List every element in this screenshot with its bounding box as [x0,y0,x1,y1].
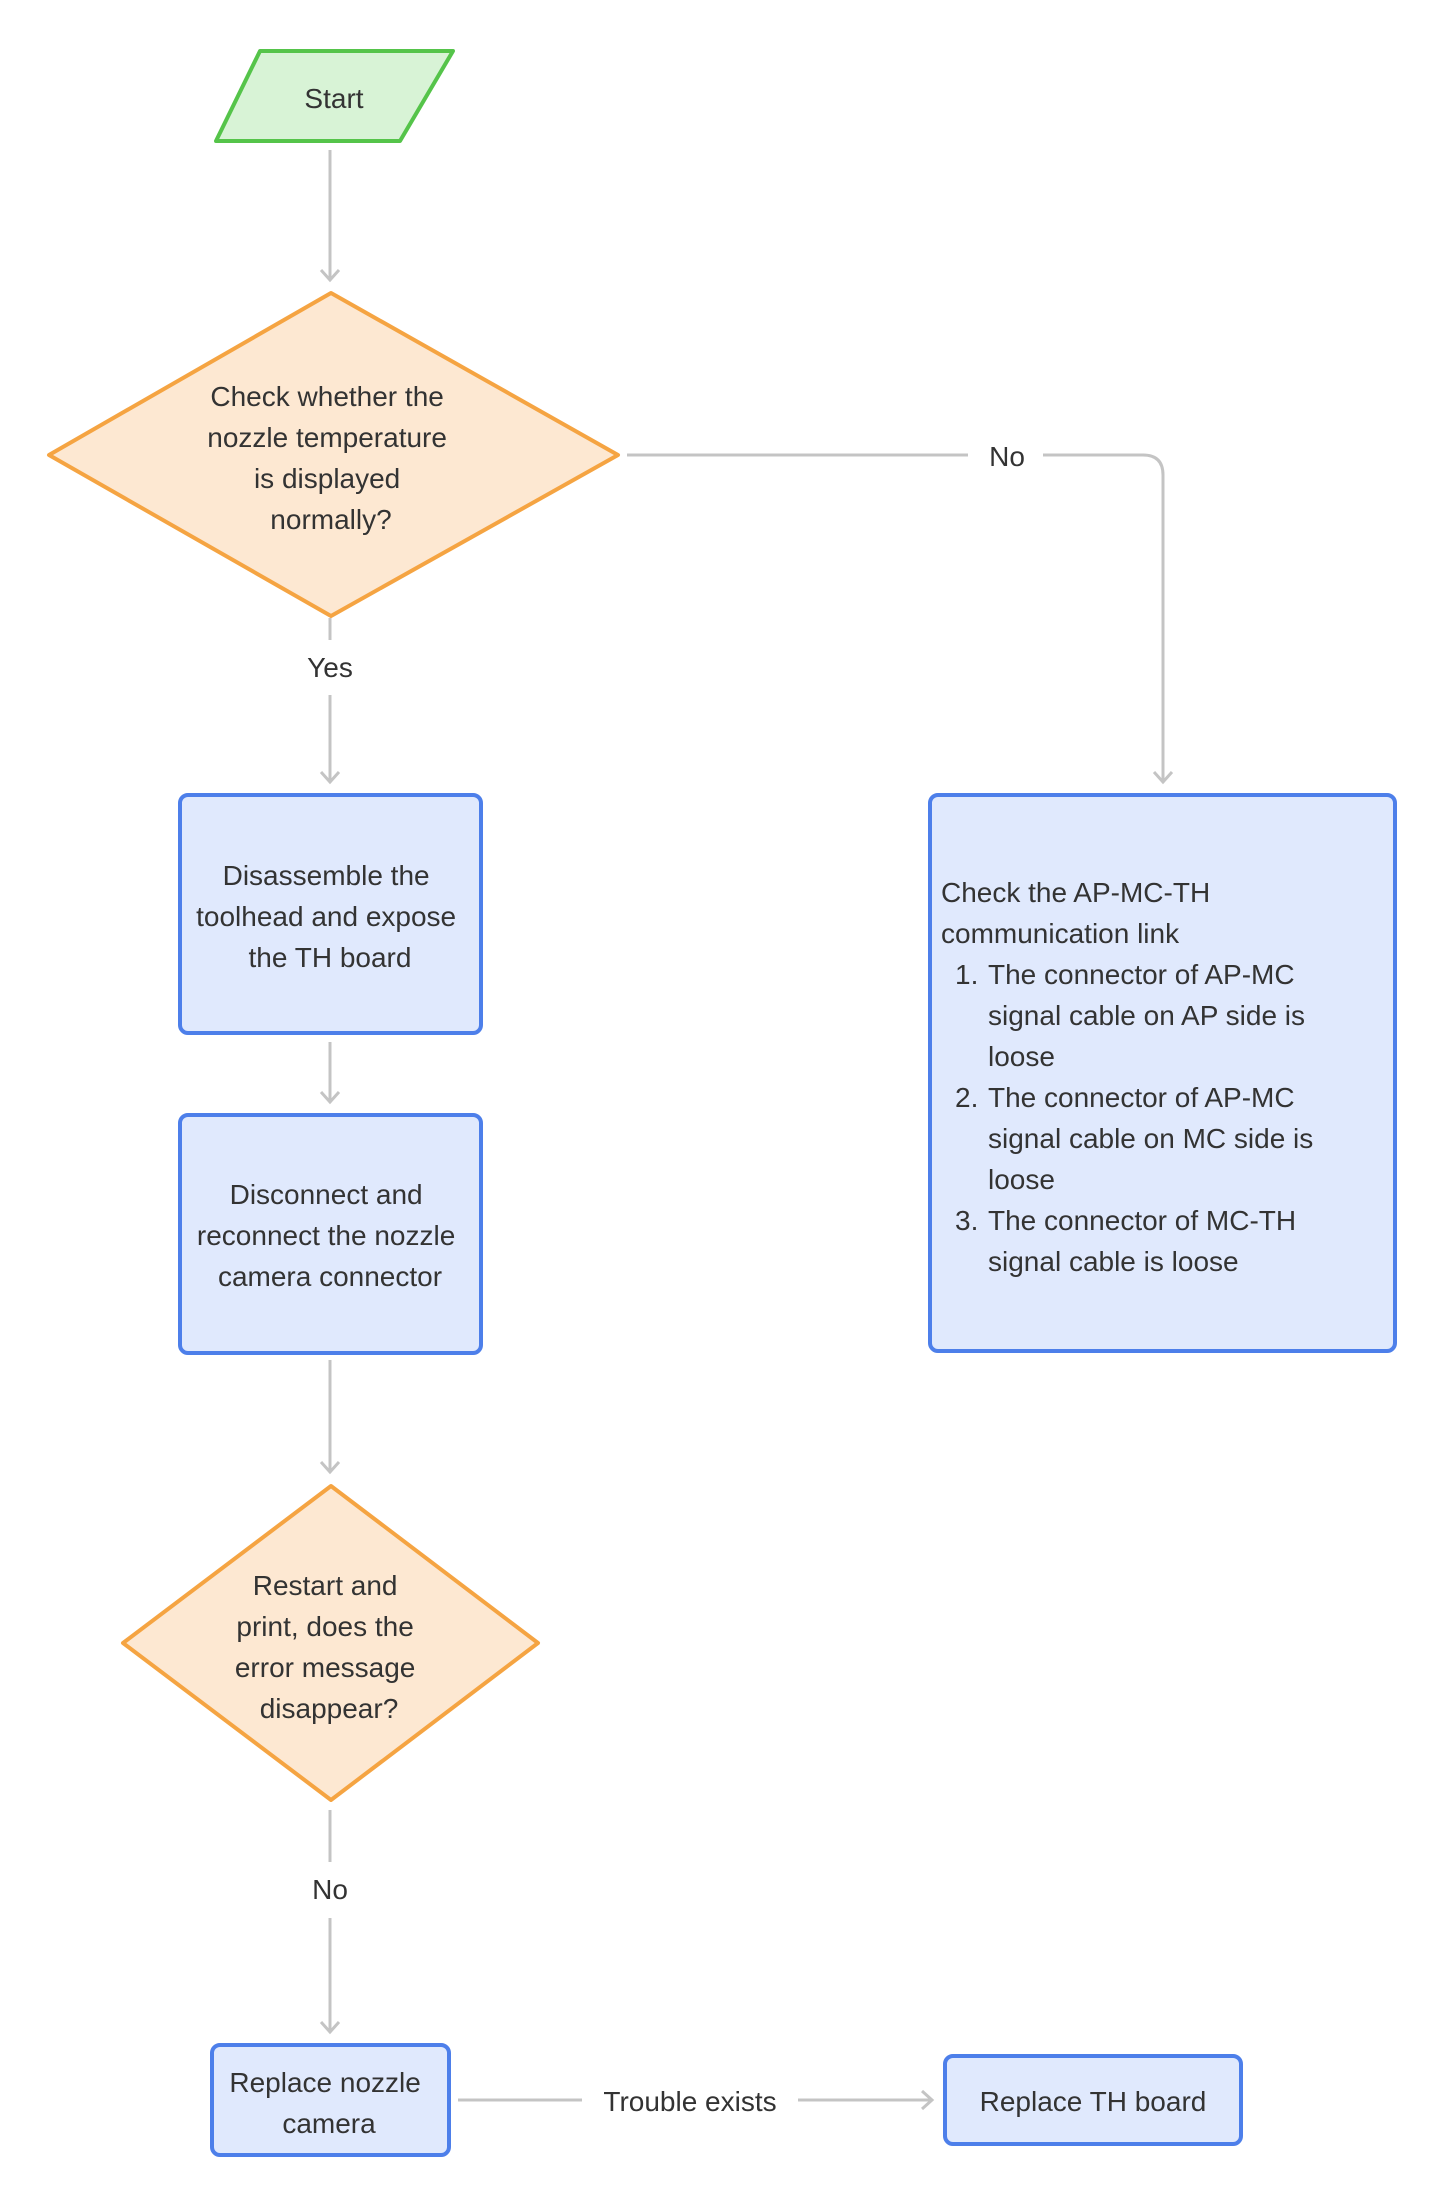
edge-label-no: No [989,441,1025,472]
svg-text:The connector of AP-MC: The connector of AP-MC signal cable on A… [988,959,1313,1072]
decision-restart-line: disappear? [260,1693,399,1724]
check-link-title-line: communication link [941,918,1180,949]
check-link-item-number: 3. [955,1205,978,1236]
svg-text:2.: 2. [955,1082,978,1113]
svg-text:Check whether the nozzle: Check whether the nozzle temperature is … [207,381,454,535]
check-link-item-number: 2. [955,1082,978,1113]
check-link-item-number: 1. [955,959,978,990]
process-replace-nozzle-camera: Replace nozzle camera [210,2043,451,2157]
decision-check-temperature-line: is displayed [254,463,400,494]
decision-restart-line: Restart and [253,1570,398,1601]
start-node: Start [214,49,455,143]
edge-label-yes: Yes [307,652,353,683]
process-check-communication-link: Check the AP-MC-TH communication link 1.… [928,793,1397,1353]
start-label: Start [304,83,363,114]
decision-check-temperature: Check whether the nozzle temperature is … [47,291,620,618]
process-reconnect-camera-connector: Disconnect and reconnect the nozzle came… [178,1113,483,1355]
process-replace-camera-line: camera [282,2108,376,2139]
check-link-item-line: signal cable on MC side is [988,1123,1313,1154]
decision-restart-print: Restart and print, does the error messag… [121,1484,540,1802]
process-disassemble-toolhead: Disassemble the toolhead and expose the … [178,793,483,1035]
process-reconnect-line: camera connector [218,1261,442,1292]
svg-text:The connector of MC-TH: The connector of MC-TH signal cable is l… [988,1205,1304,1277]
svg-text:The connector of AP-MC: The connector of AP-MC signal cable on M… [988,1082,1321,1195]
check-link-item-2: 2. The connector of AP-MC signal cable o… [955,1082,1321,1195]
check-link-item-line: loose [988,1041,1055,1072]
decision-check-temperature-line: nozzle temperature [207,422,447,453]
svg-text:1.: 1. [955,959,978,990]
process-disassemble-line: the TH board [249,942,412,973]
svg-text:Check the AP-MC-TH commu: Check the AP-MC-TH communication link [941,877,1218,949]
svg-text:Replace nozzle camera: Replace nozzle camera [229,2067,428,2139]
process-reconnect-line: Disconnect and [230,1179,423,1210]
decision-check-temperature-line: normally? [270,504,391,535]
decision-restart-line: error message [235,1652,416,1683]
process-disassemble-line: Disassemble the [223,860,430,891]
check-link-item-line: The connector of AP-MC [988,1082,1295,1113]
check-link-item-3: 3. The connector of MC-TH signal cable i… [955,1205,1304,1277]
svg-text:3.: 3. [955,1205,978,1236]
process-reconnect-line: reconnect the nozzle [197,1220,455,1251]
check-link-item-line: signal cable is loose [988,1246,1239,1277]
process-replace-th-label: Replace TH board [980,2086,1207,2117]
svg-text:Disconnect and reconnect: Disconnect and reconnect the nozzle came… [197,1179,463,1292]
svg-text:Restart and print, does: Restart and print, does the error messag… [235,1570,423,1724]
process-replace-camera-line: Replace nozzle [229,2067,420,2098]
decision-restart-line: print, does the [236,1611,413,1642]
svg-text:Disassemble the toolhead: Disassemble the toolhead and expose the … [196,860,464,973]
check-link-title-line: Check the AP-MC-TH [941,877,1210,908]
process-replace-th-board: Replace TH board [943,2054,1243,2146]
check-link-item-line: loose [988,1164,1055,1195]
check-link-item-line: The connector of AP-MC [988,959,1295,990]
edge-label-no-restart: No [312,1874,348,1905]
check-link-item-1: 1. The connector of AP-MC signal cable o… [955,959,1313,1072]
process-disassemble-line: toolhead and expose [196,901,456,932]
check-link-item-line: signal cable on AP side is [988,1000,1305,1031]
check-link-item-line: The connector of MC-TH [988,1205,1296,1236]
decision-check-temperature-line: Check whether the [210,381,443,412]
connector-check-no-right [1043,453,1174,785]
edge-label-trouble-exists: Trouble exists [603,2086,776,2117]
